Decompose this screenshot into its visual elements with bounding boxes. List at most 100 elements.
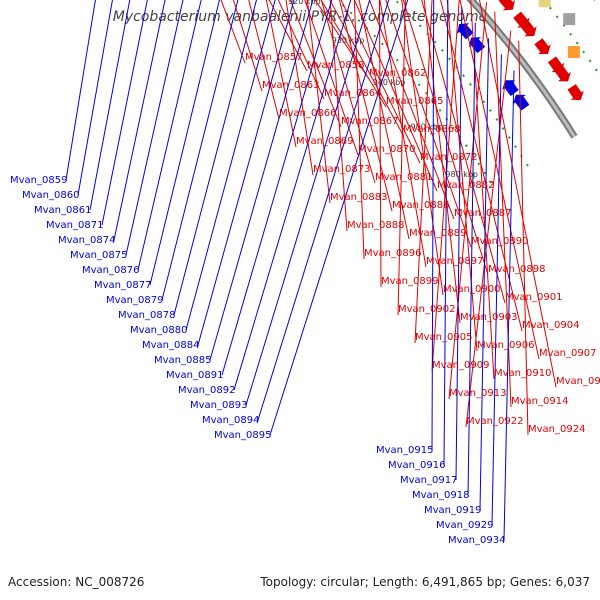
forward-gene-label: Mvan_0868 xyxy=(403,124,460,135)
forward-gene-label: Mvan_0889 xyxy=(409,228,466,239)
forward-gene-label: Mvan_0863 xyxy=(262,80,319,91)
forward-gene-arrow xyxy=(554,65,571,82)
reverse-gene-arrow xyxy=(512,94,530,111)
forward-leader-line xyxy=(340,0,421,164)
forward-gene-label: Mvan_0883 xyxy=(330,192,387,203)
forward-gene-arrow xyxy=(534,38,551,55)
forward-leader-line xyxy=(402,0,489,276)
forward-leader-line xyxy=(277,0,325,100)
forward-leader-line xyxy=(465,30,512,428)
reverse-leader-line xyxy=(467,22,476,496)
tick-label: 930 kbp xyxy=(332,36,365,45)
forward-leader-line xyxy=(306,0,331,204)
forward-gene-label: Mvan_0882 xyxy=(437,180,494,191)
forward-gene-label: Mvan_0913 xyxy=(449,388,506,399)
forward-gene-label: Mvan_0902 xyxy=(398,304,455,315)
reverse-leader-line xyxy=(161,0,239,301)
reverse-leader-line xyxy=(113,0,166,241)
reverse-gene-label: Mvan_0860 xyxy=(22,190,79,201)
reverse-leader-line xyxy=(89,0,131,211)
reverse-gene-label: Mvan_0893 xyxy=(190,400,247,411)
forward-leader-line xyxy=(358,0,410,240)
forward-leader-line xyxy=(479,0,557,388)
reverse-gene-label: Mvan_0915 xyxy=(376,445,433,456)
forward-gene-label: Mvan_0870 xyxy=(358,144,415,155)
reverse-leader-line xyxy=(431,0,435,451)
forward-leader-line xyxy=(285,0,314,176)
reverse-gene-label: Mvan_0895 xyxy=(214,430,271,441)
forward-leader-line xyxy=(220,0,246,64)
reverse-leader-line xyxy=(479,38,490,511)
forward-gene-label: Mvan_0922 xyxy=(466,416,523,427)
forward-gene-label: Mvan_0909 xyxy=(432,360,489,371)
topology-text: Topology: circular; Length: 6,491,865 bp… xyxy=(260,575,590,589)
forward-leader-line xyxy=(353,0,438,192)
forward-gene-label: Mvan_0888 xyxy=(347,220,404,231)
forward-leader-line xyxy=(329,0,348,232)
forward-gene-label: Mvan_0903 xyxy=(460,312,517,323)
reverse-gene-label: Mvan_0929 xyxy=(436,520,493,531)
guide-track-3 xyxy=(542,0,600,77)
forward-gene-label: Mvan_0899 xyxy=(381,276,438,287)
forward-gene-label: Mvan_0898 xyxy=(488,264,545,275)
reverse-leader-line xyxy=(137,0,202,271)
forward-leader-line xyxy=(397,0,406,316)
forward-leader-line xyxy=(338,0,393,212)
reverse-leader-line xyxy=(185,0,276,331)
reverse-gene-arrow-shape xyxy=(502,80,519,96)
forward-gene-label: Mvan_0862 xyxy=(369,68,426,79)
reverse-gene-label: Mvan_0875 xyxy=(70,250,127,261)
forward-gene-arrow xyxy=(520,20,537,37)
reverse-gene-arrow-shape xyxy=(512,94,530,111)
reverse-gene-label: Mvan_0884 xyxy=(142,340,199,351)
forward-gene-label: Mvan_0912 xyxy=(556,376,600,387)
forward-gene-label: Mvan_0858 xyxy=(307,60,364,71)
reverse-leader-line xyxy=(443,0,449,466)
reverse-leader-line xyxy=(173,0,257,316)
tick-label: 920 kbp xyxy=(288,0,321,6)
forward-gene-arrow-shape xyxy=(567,84,584,101)
map-title: Mycobacterium vanbaalenii PYR-1, complet… xyxy=(112,9,488,25)
reverse-gene-label: Mvan_0876 xyxy=(82,265,139,276)
reverse-leader-line xyxy=(125,0,184,256)
forward-gene-label: Mvan_0906 xyxy=(477,340,534,351)
reverse-gene-label: Mvan_0879 xyxy=(106,295,163,306)
forward-leader-line xyxy=(289,0,342,128)
forward-gene-label: Mvan_0896 xyxy=(364,248,421,259)
backbone-highlight xyxy=(469,0,576,138)
forward-gene-label: Mvan_0914 xyxy=(511,396,568,407)
forward-gene-label: Mvan_0904 xyxy=(522,320,579,331)
forward-leader-line xyxy=(232,0,263,92)
forward-gene-arrow-shape xyxy=(534,38,551,55)
reverse-gene-label: Mvan_0892 xyxy=(178,385,235,396)
reverse-gene-label: Mvan_0878 xyxy=(118,310,175,321)
forward-gene-label: Mvan_0900 xyxy=(443,284,500,295)
reverse-gene-label: Mvan_0894 xyxy=(202,415,259,426)
reverse-gene-label: Mvan_0871 xyxy=(46,220,103,231)
annotation-block xyxy=(563,13,576,26)
forward-gene-label: Mvan_0869 xyxy=(296,136,353,147)
forward-gene-arrow-shape xyxy=(554,65,571,82)
annotation-block xyxy=(567,46,580,58)
reverse-gene-label: Mvan_0874 xyxy=(58,235,115,246)
reverse-gene-label: Mvan_0917 xyxy=(400,475,457,486)
reverse-gene-label: Mvan_0859 xyxy=(10,175,67,186)
reverse-leader-line xyxy=(491,54,502,526)
forward-leader-line xyxy=(353,0,365,260)
forward-gene-arrow xyxy=(567,84,584,101)
reverse-leader-line xyxy=(233,0,352,391)
forward-leader-line xyxy=(414,0,433,344)
reverse-leader-line xyxy=(101,0,148,226)
accession-text: Accession: NC_008726 xyxy=(8,575,145,589)
forward-leader-line xyxy=(518,40,529,436)
reverse-gene-label: Mvan_0877 xyxy=(94,280,151,291)
reverse-leader-line xyxy=(455,7,463,481)
forward-gene-arrow xyxy=(498,0,516,11)
forward-leader-line xyxy=(329,0,404,136)
reverse-gene-label: Mvan_0891 xyxy=(166,370,223,381)
forward-leader-line xyxy=(265,0,297,148)
reverse-leader-line xyxy=(149,0,220,286)
forward-leader-line xyxy=(470,0,495,380)
forward-gene-label: Mvan_0867 xyxy=(341,116,398,127)
